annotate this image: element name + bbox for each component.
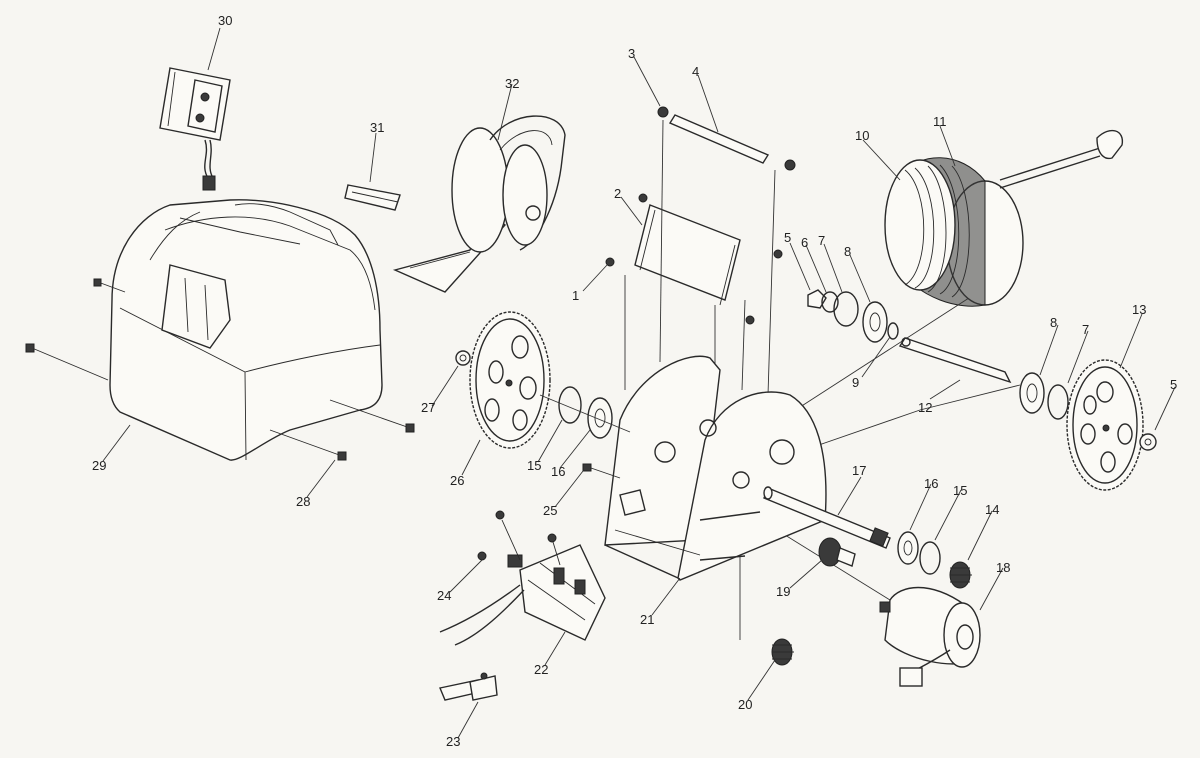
callout-5a: 5 xyxy=(784,230,791,245)
callout-22: 22 xyxy=(534,662,548,677)
callout-12: 12 xyxy=(918,400,932,415)
leader-lines xyxy=(102,27,1176,739)
part-bearing-stack-upper xyxy=(807,289,899,343)
callout-23: 23 xyxy=(446,734,460,749)
part-bearing-left xyxy=(587,397,613,439)
part-frame-plates xyxy=(604,355,827,581)
part-drive-gear-right xyxy=(1066,359,1144,491)
callout-1: 1 xyxy=(572,288,579,303)
callout-21: 21 xyxy=(640,612,654,627)
part-roller-guide xyxy=(392,115,566,293)
part-nut-left xyxy=(455,350,471,366)
callout-28: 28 xyxy=(296,494,310,509)
callout-5b: 5 xyxy=(1170,377,1177,392)
callout-27: 27 xyxy=(421,400,435,415)
callout-16b: 16 xyxy=(924,476,938,491)
part-screw-25 xyxy=(582,463,621,479)
callout-16a: 16 xyxy=(551,464,565,479)
callout-15b: 15 xyxy=(953,483,967,498)
callout-31: 31 xyxy=(370,120,384,135)
callout-3: 3 xyxy=(628,46,635,61)
callout-20: 20 xyxy=(738,697,752,712)
callout-labels: 30 31 32 3 4 2 1 10 11 5 6 7 8 9 12 8 7 … xyxy=(92,13,1177,749)
part-switch xyxy=(439,672,498,701)
callout-32: 32 xyxy=(505,76,519,91)
callout-9: 9 xyxy=(852,375,859,390)
part-drive-gear-left xyxy=(469,311,551,449)
callout-17: 17 xyxy=(852,463,866,478)
part-washer-left xyxy=(558,386,582,424)
part-washer-right xyxy=(1047,384,1069,420)
callout-15a: 15 xyxy=(527,458,541,473)
part-pinion-14 xyxy=(949,561,972,589)
callout-10: 10 xyxy=(855,128,869,143)
callout-25: 25 xyxy=(543,503,557,518)
part-drive-shaft xyxy=(763,486,891,549)
callout-8b: 8 xyxy=(1050,315,1057,330)
part-gear-19 xyxy=(818,537,856,567)
callout-26: 26 xyxy=(450,473,464,488)
part-motor xyxy=(879,586,981,687)
callout-19: 19 xyxy=(776,584,790,599)
part-mount-bracket xyxy=(605,193,783,325)
callout-7b: 7 xyxy=(1082,322,1089,337)
callout-29: 29 xyxy=(92,458,106,473)
part-cover-screws xyxy=(25,278,415,461)
callout-6: 6 xyxy=(801,235,808,250)
part-top-rod xyxy=(657,106,796,171)
part-gear-20 xyxy=(771,638,794,666)
callout-8a: 8 xyxy=(844,244,851,259)
part-remote-control xyxy=(159,67,231,191)
callout-13: 13 xyxy=(1132,302,1146,317)
callout-24: 24 xyxy=(437,588,451,603)
callout-14: 14 xyxy=(985,502,999,517)
part-nut-right xyxy=(1139,433,1157,451)
callout-30: 30 xyxy=(218,13,232,28)
part-bearing-lower xyxy=(897,531,919,565)
callout-2: 2 xyxy=(614,186,621,201)
callout-7a: 7 xyxy=(818,233,825,248)
part-handle-bar xyxy=(344,184,401,211)
part-cable-drum xyxy=(884,129,1124,307)
part-bearing-right xyxy=(1019,372,1045,414)
callout-4: 4 xyxy=(692,64,699,79)
part-washer-lower xyxy=(919,541,941,575)
callout-18: 18 xyxy=(996,560,1010,575)
part-main-shaft xyxy=(898,337,1012,384)
callout-11: 11 xyxy=(933,114,947,129)
part-cover-housing xyxy=(109,199,383,461)
part-control-box xyxy=(439,510,606,646)
